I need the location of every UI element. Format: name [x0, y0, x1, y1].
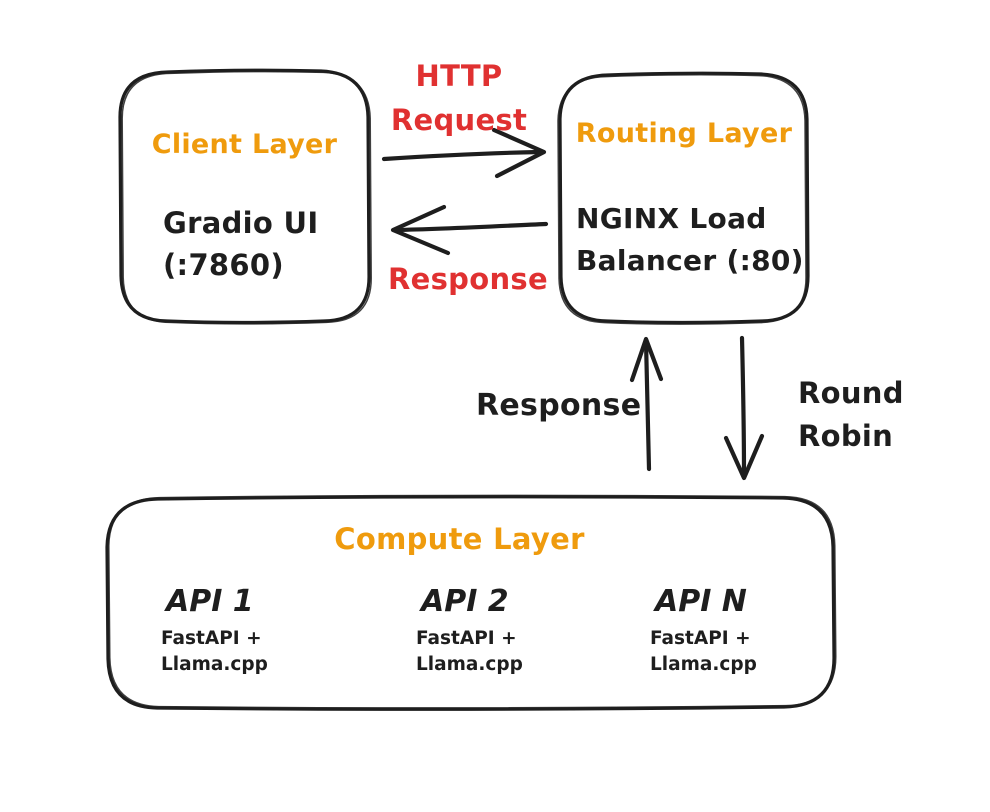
routing-layer-body: NGINX Load Balancer (:80): [576, 202, 804, 277]
routing-box-outline: [557, 71, 810, 325]
api-node-detail: FastAPI + Llama.cpp: [650, 628, 757, 675]
compute-box-outline: [105, 494, 837, 711]
api-node-n: API N FastAPI + Llama.cpp: [650, 585, 820, 678]
api-node-1: API 1 FastAPI + Llama.cpp: [161, 585, 331, 678]
api-node-name: API 2: [421, 584, 509, 619]
client-layer-title: Client Layer: [151, 129, 338, 160]
round-robin-label: Round Robin: [798, 376, 904, 453]
api-node-name: API 1: [166, 584, 254, 619]
api-node-name: API N: [655, 584, 747, 619]
response-up-arrow: [629, 336, 664, 472]
http-request-label: HTTP Request: [390, 59, 528, 137]
routing-layer-title: Routing Layer: [575, 118, 793, 149]
api-node-detail: FastAPI + Llama.cpp: [161, 628, 268, 675]
api-node-detail: FastAPI + Llama.cpp: [416, 628, 523, 675]
response-label-red: Response: [388, 262, 548, 296]
client-box-outline: [118, 68, 372, 325]
client-layer-body: Gradio UI (:7860): [163, 206, 319, 282]
compute-layer-title: Compute Layer: [334, 522, 585, 556]
response-arrow: [390, 204, 549, 256]
http-request-arrow: [381, 127, 547, 179]
api-node-2: API 2 FastAPI + Llama.cpp: [416, 585, 586, 678]
round-robin-arrow: [723, 335, 765, 481]
response-label-black: Response: [476, 388, 642, 423]
